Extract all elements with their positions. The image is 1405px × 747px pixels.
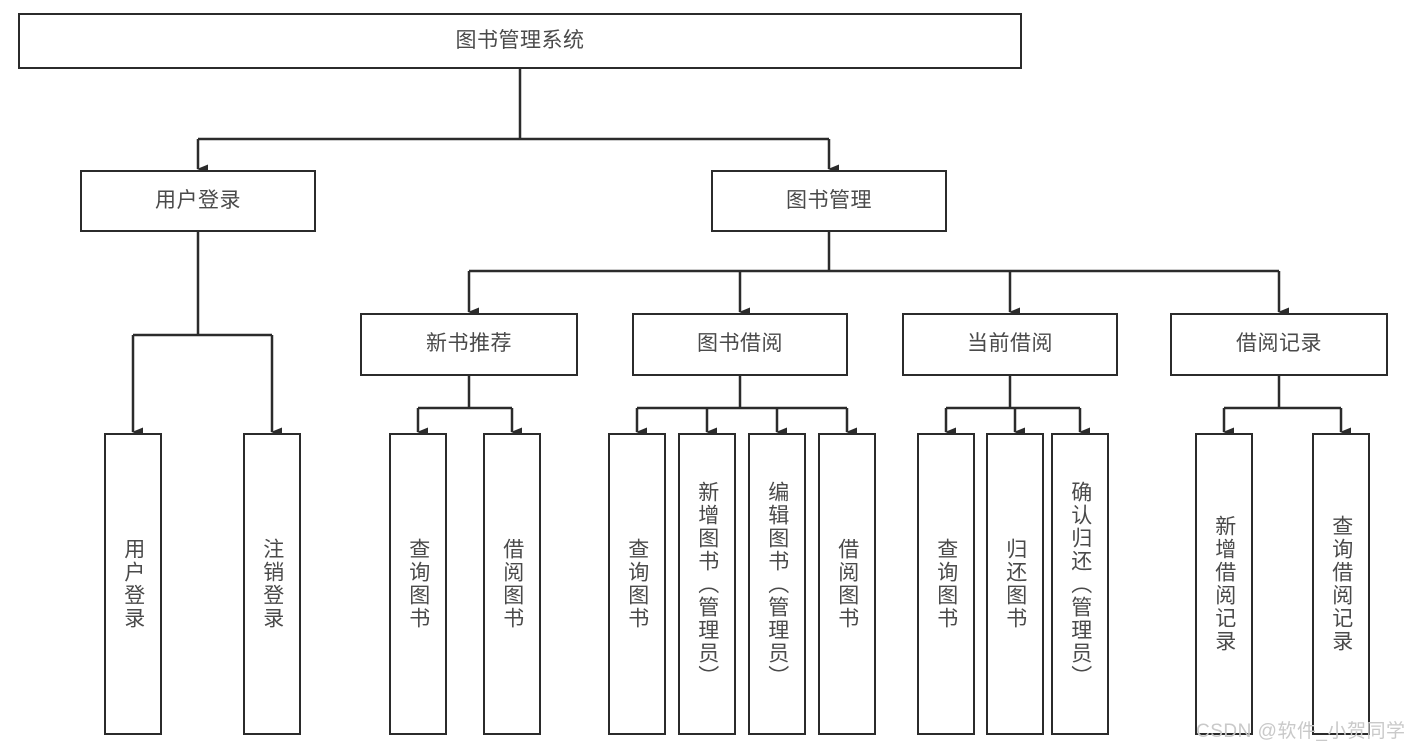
edge-group — [131, 69, 1351, 437]
node-label: 归还图书 — [1003, 538, 1027, 630]
node-label: 图书借阅 — [697, 332, 783, 356]
node-leaf-user-login[interactable]: 用户登录 — [104, 433, 162, 735]
node-leaf-add-record[interactable]: 新增借阅记录 — [1195, 433, 1253, 735]
node-leaf-return-book[interactable]: 归还图书 — [986, 433, 1044, 735]
node-book-borrow[interactable]: 图书借阅 — [632, 313, 848, 376]
node-label: 用户登录 — [155, 188, 241, 212]
node-borrow-record[interactable]: 借阅记录 — [1170, 313, 1388, 376]
node-label: 新增借阅记录 — [1212, 515, 1236, 653]
node-label: 用户登录 — [121, 538, 145, 630]
node-leaf-query-book-1[interactable]: 查询图书 — [389, 433, 447, 735]
node-leaf-query-book-2[interactable]: 查询图书 — [608, 433, 666, 735]
node-label: 编辑图书（管理员） — [765, 480, 789, 688]
node-leaf-query-book-3[interactable]: 查询图书 — [917, 433, 975, 735]
node-root[interactable]: 图书管理系统 — [18, 13, 1022, 69]
node-label: 查询图书 — [406, 538, 430, 630]
node-leaf-query-record[interactable]: 查询借阅记录 — [1312, 433, 1370, 735]
node-leaf-confirm-ret[interactable]: 确认归还（管理员） — [1051, 433, 1109, 735]
node-label: 图书管理系统 — [455, 28, 585, 52]
node-label: 查询图书 — [934, 538, 958, 630]
node-label: 借阅图书 — [835, 538, 859, 630]
node-leaf-borrow-book-1[interactable]: 借阅图书 — [483, 433, 541, 735]
node-label: 当前借阅 — [967, 332, 1053, 356]
node-leaf-logout[interactable]: 注销登录 — [243, 433, 301, 735]
node-label: 新书推荐 — [426, 332, 512, 356]
node-label: 确认归还（管理员） — [1068, 480, 1092, 688]
node-book-manage[interactable]: 图书管理 — [711, 170, 947, 232]
node-current-borrow[interactable]: 当前借阅 — [902, 313, 1118, 376]
node-leaf-add-book[interactable]: 新增图书（管理员） — [678, 433, 736, 735]
node-user-login[interactable]: 用户登录 — [80, 170, 316, 232]
node-label: 查询图书 — [625, 538, 649, 630]
node-label: 注销登录 — [260, 538, 284, 630]
node-label: 查询借阅记录 — [1329, 515, 1353, 653]
node-label: 新增图书（管理员） — [695, 480, 719, 688]
node-label: 借阅图书 — [500, 538, 524, 630]
node-label: 图书管理 — [786, 188, 872, 212]
node-new-book-rec[interactable]: 新书推荐 — [360, 313, 578, 376]
node-leaf-borrow-book-2[interactable]: 借阅图书 — [818, 433, 876, 735]
node-leaf-edit-book[interactable]: 编辑图书（管理员） — [748, 433, 806, 735]
node-label: 借阅记录 — [1236, 332, 1322, 356]
